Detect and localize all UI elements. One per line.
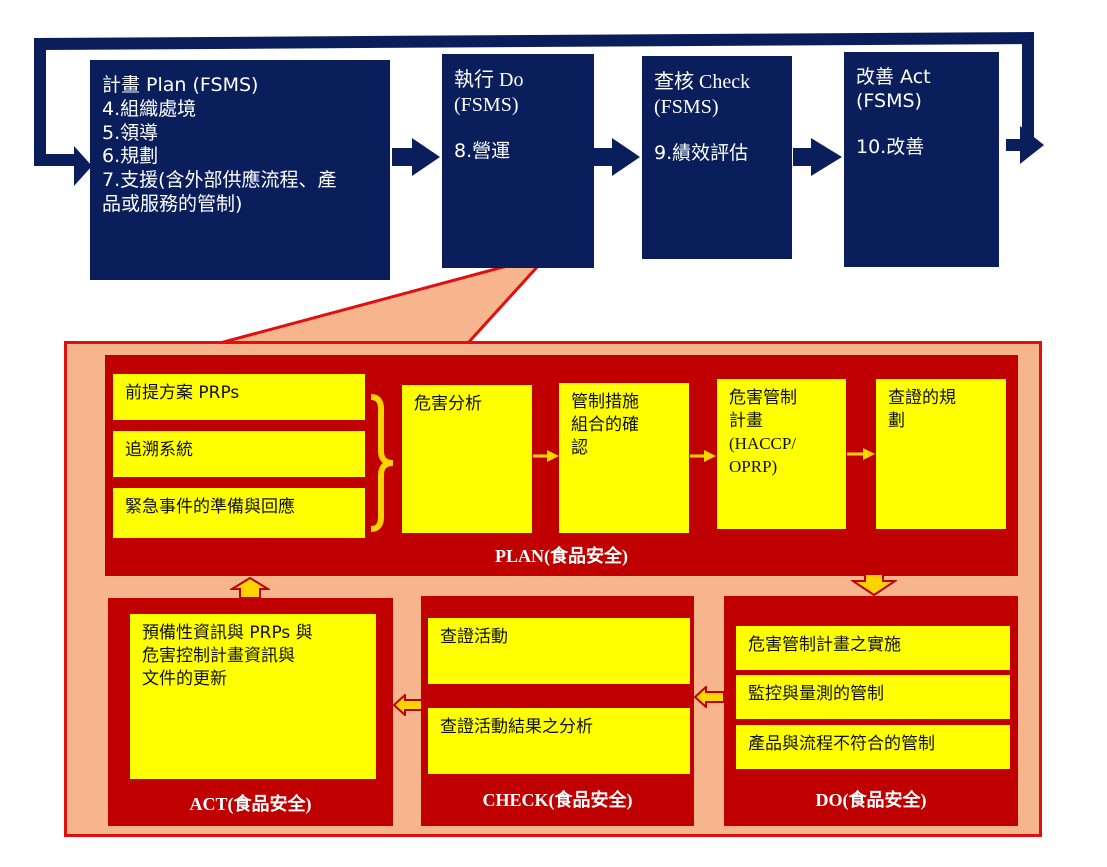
prp-brace [370,394,394,532]
plan-to-do-arrow-icon [851,573,897,597]
fsms-act-subtitle: (FSMS) [856,89,922,112]
prp-label: 前提方案 PRPs [125,383,240,403]
fsms-plan-item: 7.支援(含外部供應流程、產 [102,169,337,191]
loop-arrow-line [34,31,1034,166]
nonconformity-control-box: 產品與流程不符合的管制 [736,725,1010,769]
monitoring-control-box: 監控與量測的管制 [736,675,1010,719]
fsms-do-subtitle: (FSMS) [454,94,519,116]
fsms-plan-item: 品或服務的管制) [102,192,243,215]
control-measures-label: 管制措施 [571,392,639,412]
hazard-control-plan-label: 計畫 [729,410,763,431]
fsms-act-title: 改善 Act [856,66,931,88]
monitoring-control-label: 監控與量測的管制 [748,684,884,704]
do-to-check-arrow-icon [694,686,725,708]
act-update-label: 危害控制計畫資訊與 [142,645,295,666]
hazard-control-plan-label: OPRP) [729,456,778,476]
verification-activities-box: 查證活動 [428,618,690,684]
control-measures-box: 管制措施 組合的確 認 [559,383,689,533]
traceability-box: 追溯系統 [113,431,365,477]
verification-planning-box: 查證的規 劃 [876,379,1006,529]
hazard-plan-implementation-box: 危害管制計畫之實施 [736,626,1010,670]
fsms-check-title: 查核 Check [654,71,751,93]
do-to-check-arrow [594,138,640,176]
check-section-title: CHECK(食品安全) [482,790,633,810]
act-update-label: 預備性資訊與 PRPs 與 [142,623,313,643]
act-section-title: ACT(食品安全) [189,794,312,814]
do-panel: 危害管制計畫之實施 監控與量測的管制 產品與流程不符合的管制 DO(食品安全) [724,596,1018,826]
verification-planning-label: 查證的規 [888,388,956,408]
plan-section-title: PLAN(食品安全) [495,546,628,566]
fsms-plan-item: 4.組織處境 [102,97,197,120]
do-section-title: DO(食品安全) [815,790,927,810]
act-panel: 預備性資訊與 PRPs 與 危害控制計畫資訊與 文件的更新 ACT(食品安全) [108,598,393,826]
hazard-control-plan-label: (HACCP/ [729,433,797,453]
fsms-plan-item: 6.規劃 [102,145,159,168]
fsms-plan-box: 計畫 Plan (FSMS) 4.組織處境 5.領導 6.規劃 7.支援(含外部… [90,60,390,280]
hazard-plan-implementation-label: 危害管制計畫之實施 [748,635,901,655]
act-to-plan-arrow-icon [230,577,270,599]
step-arrow-icon [847,448,875,460]
control-measures-label: 認 [571,437,588,458]
verification-analysis-box: 查證活動結果之分析 [428,708,690,774]
verification-analysis-label: 查證活動結果之分析 [440,717,593,737]
hazard-analysis-box: 危害分析 [402,385,532,533]
traceability-label: 追溯系統 [125,440,193,460]
check-to-act-arrow [793,138,842,176]
fsms-do-title: 執行 Do [454,69,524,91]
fsms-plan-title: 計畫 Plan (FSMS) [102,74,259,96]
fsms-plan-item: 5.領導 [102,121,159,144]
nonconformity-control-label: 產品與流程不符合的管制 [748,734,935,754]
emergency-box: 緊急事件的準備與回應 [113,488,365,538]
fsms-do-box: 執行 Do (FSMS) 8.營運 [442,54,594,268]
fsms-act-box: 改善 Act (FSMS) 10.改善 [844,52,999,267]
act-update-box: 預備性資訊與 PRPs 與 危害控制計畫資訊與 文件的更新 [130,614,376,779]
hazard-control-plan-label: 危害管制 [729,388,797,408]
fsms-check-subtitle: (FSMS) [654,96,719,118]
hazard-control-plan-box: 危害管制 計畫 (HACCP/ OPRP) [717,379,846,529]
fsms-do-item: 8.營運 [454,140,511,162]
act-update-label: 文件的更新 [142,668,227,689]
act-out-arrow-stem [1006,139,1022,151]
plan-to-do-arrow [392,138,440,176]
control-measures-label: 組合的確 [571,414,639,435]
plan-panel: 前提方案 PRPs 追溯系統 緊急事件的準備與回應 危害分析 管制措施 組合的確… [105,355,1018,576]
fsms-check-box: 查核 Check (FSMS) 9.績效評估 [642,56,792,259]
prp-box: 前提方案 PRPs [113,374,365,420]
verification-planning-label: 劃 [888,410,905,431]
step-arrow-icon [690,450,716,462]
check-panel: 查證活動 查證活動結果之分析 CHECK(食品安全) [421,596,694,826]
emergency-label: 緊急事件的準備與回應 [125,497,295,517]
fsms-act-item: 10.改善 [856,135,925,158]
loop-arrow-head [74,146,92,186]
verification-activities-label: 查證活動 [440,627,508,647]
act-out-arrow-head [1020,126,1044,164]
hazard-analysis-label: 危害分析 [414,394,482,414]
step-arrow-icon [533,450,559,462]
fsms-check-item: 9.績效評估 [654,142,749,164]
